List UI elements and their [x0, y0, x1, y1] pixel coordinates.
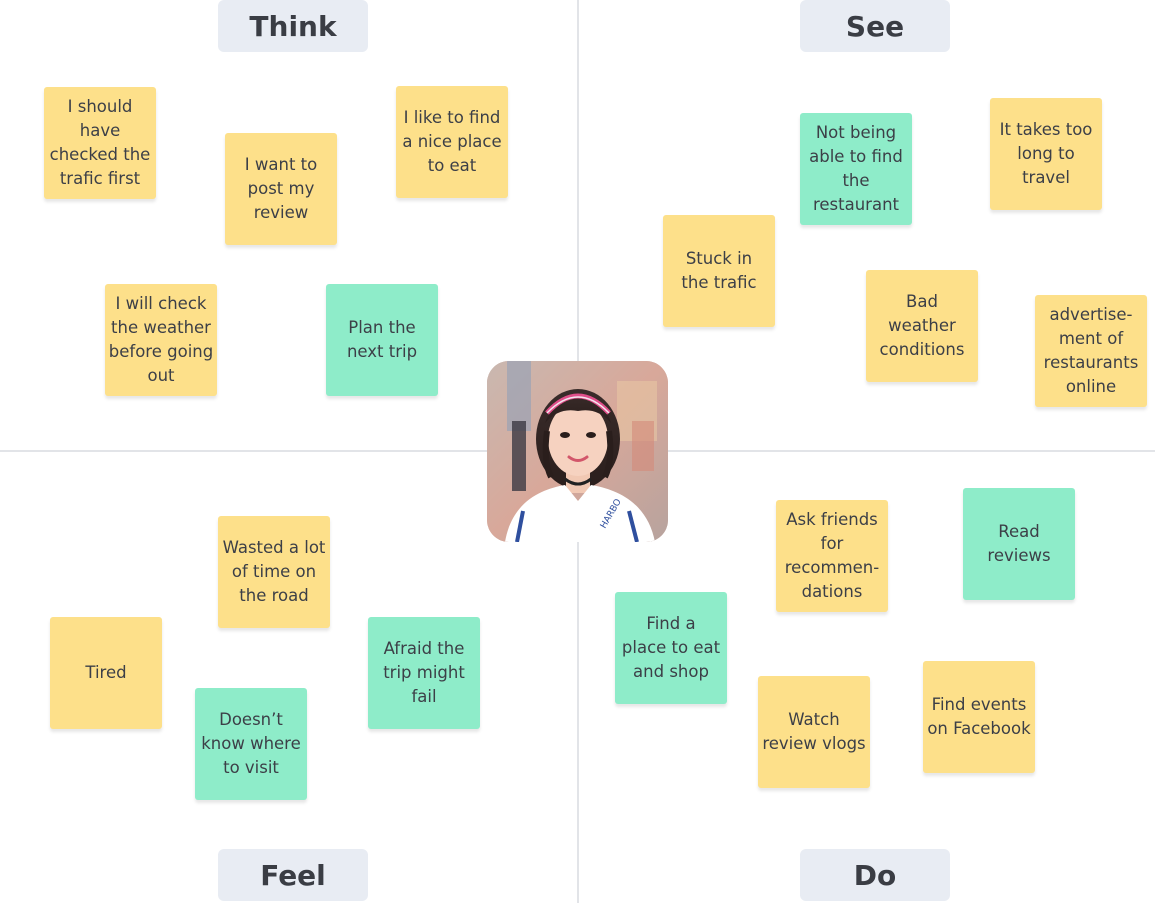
feel-note[interactable]: Wasted a lot of time on the road	[218, 516, 330, 628]
feel-note[interactable]: Doesn’t know where to visit	[195, 688, 307, 800]
see-note[interactable]: Stuck in the trafic	[663, 215, 775, 327]
think-note[interactable]: I like to find a nice place to eat	[396, 86, 508, 198]
see-note[interactable]: It takes too long to travel	[990, 98, 1102, 210]
persona-avatar: HARBO	[487, 361, 668, 542]
do-note[interactable]: Read reviews	[963, 488, 1075, 600]
feel-quadrant-label: Feel	[218, 849, 368, 901]
think-note[interactable]: I want to post my review	[225, 133, 337, 245]
think-note[interactable]: I will check the weather before going ou…	[105, 284, 217, 396]
feel-note[interactable]: Tired	[50, 617, 162, 729]
feel-note[interactable]: Afraid the trip might fail	[368, 617, 480, 729]
think-note[interactable]: I should have checked the trafic first	[44, 87, 156, 199]
see-quadrant-label: See	[800, 0, 950, 52]
do-note[interactable]: Find a place to eat and shop	[615, 592, 727, 704]
do-note[interactable]: Find events on Facebook	[923, 661, 1035, 773]
do-quadrant-label: Do	[800, 849, 950, 901]
think-note[interactable]: Plan the next trip	[326, 284, 438, 396]
do-note[interactable]: Watch review vlogs	[758, 676, 870, 788]
do-note[interactable]: Ask friends for recommen- dations	[776, 500, 888, 612]
see-note[interactable]: Not being able to find the restaurant	[800, 113, 912, 225]
see-note[interactable]: Bad weather conditions	[866, 270, 978, 382]
see-note[interactable]: advertise- ment of restaurants online	[1035, 295, 1147, 407]
think-quadrant-label: Think	[218, 0, 368, 52]
